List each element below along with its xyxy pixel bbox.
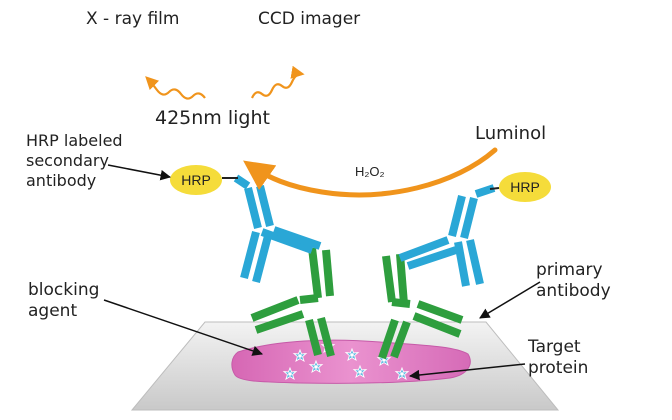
wavy-arrow-icon <box>250 65 305 99</box>
hrp-badge-left: HRP <box>170 165 222 195</box>
hrp-badge-left-text: HRP <box>181 172 211 188</box>
ccd-imager-label: CCD imager <box>258 9 360 29</box>
primary-antibody-label-line1: primary <box>536 260 603 280</box>
luminol-label: Luminol <box>475 123 546 144</box>
hrp-badge-right: HRP <box>499 172 551 202</box>
light-label: 425nm light <box>155 107 270 129</box>
secondary-antibody-right <box>398 184 496 287</box>
target-protein-label-line2: protein <box>528 358 588 378</box>
hrp-link-right <box>489 187 500 190</box>
blocking-agent-label-line1: blocking <box>28 280 99 300</box>
hrp-secondary-label-line2: secondary <box>26 151 109 170</box>
target-protein-label-line1: Target <box>527 337 581 357</box>
protein-band <box>231 339 471 384</box>
hrp-secondary-label-line1: HRP labeled <box>26 131 123 150</box>
hrp-badge-right-text: HRP <box>510 179 540 195</box>
pointer-arrow-icon <box>479 281 541 319</box>
reaction-arc <box>243 147 498 198</box>
blocking-agent-label-line2: agent <box>28 301 77 321</box>
primary-antibody-right <box>378 253 464 360</box>
hrp-secondary-label-line3: antibody <box>26 171 96 190</box>
pointer-arrow-icon <box>408 363 526 381</box>
xray-film-label: X - ray film <box>86 9 179 29</box>
h2o2-label: H₂O₂ <box>355 164 385 179</box>
wavy-arrow-icon <box>145 76 206 100</box>
primary-antibody-label-line2: antibody <box>536 281 611 301</box>
secondary-antibody-left <box>233 174 322 284</box>
pointer-arrow-icon <box>107 164 172 181</box>
pointer-arrow-icon <box>103 299 263 356</box>
primary-antibody-left <box>250 247 335 358</box>
